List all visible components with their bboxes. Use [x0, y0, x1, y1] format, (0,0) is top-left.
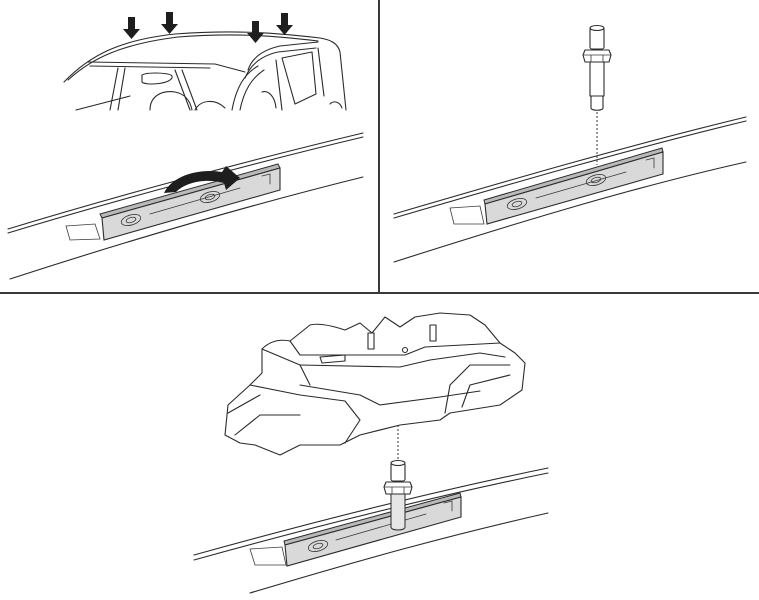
roof-rail — [393, 116, 747, 263]
down-arrow-icon — [161, 12, 178, 34]
stud-bolt — [582, 24, 612, 111]
panel-divider-vertical — [378, 0, 380, 294]
stud-bolt-installed — [383, 459, 413, 531]
rotate-arrow-icon — [164, 166, 240, 193]
fixing-point-arrows — [123, 12, 293, 43]
down-arrow-icon — [123, 17, 140, 39]
car-roof-drawing — [63, 31, 347, 111]
rail-plate — [283, 492, 462, 567]
down-arrow-icon — [247, 21, 264, 43]
roof-rack-foot-pad — [224, 312, 526, 456]
step-2-illustration — [393, 24, 747, 263]
step-2-panel — [380, 0, 759, 292]
rail-plate — [483, 147, 664, 225]
step-1-panel — [0, 0, 379, 292]
step-3-illustration — [193, 312, 549, 594]
step-1-illustration — [7, 12, 364, 280]
panel-divider-horizontal — [0, 292, 759, 294]
step-3-panel — [0, 295, 759, 600]
down-arrow-icon — [276, 13, 293, 35]
roof-rail — [193, 467, 549, 594]
